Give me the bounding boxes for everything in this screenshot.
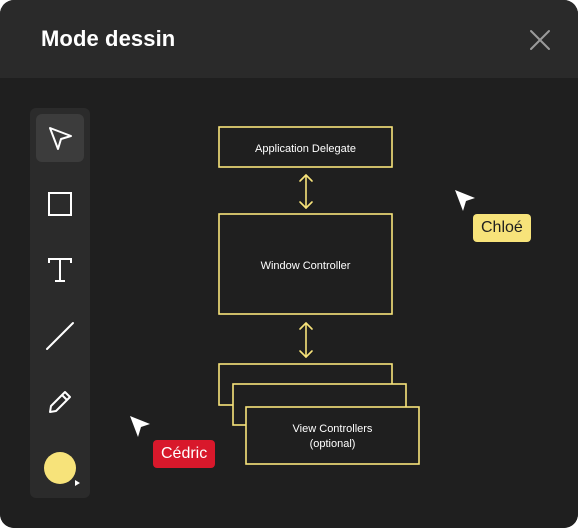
cursor-arrow-icon-cedric [130, 416, 150, 437]
pen-tool-button[interactable] [36, 378, 84, 426]
text-tool-button[interactable] [36, 246, 84, 294]
rectangle-tool-button[interactable] [36, 180, 84, 228]
select-tool-button[interactable] [36, 114, 84, 162]
label-app-delegate: Application Delegate [255, 143, 356, 155]
label-view-controllers-optional: (optional) [310, 438, 356, 450]
color-dropdown-caret-icon[interactable] [75, 480, 80, 486]
window-title: Mode dessin [41, 26, 176, 51]
line-tool-button[interactable] [36, 312, 84, 360]
label-window-controller: Window Controller [261, 260, 351, 272]
node-window-controller[interactable] [218, 213, 393, 315]
connector-arrow-1[interactable] [299, 174, 313, 209]
close-button[interactable] [524, 24, 556, 56]
collaborator-label-chloe: Chloé [473, 214, 531, 242]
collaborator-label-cedric: Cédric [153, 440, 216, 468]
pencil-icon [49, 391, 71, 413]
node-view-controllers[interactable] [245, 406, 420, 465]
connector-arrow-2[interactable] [299, 322, 313, 358]
drawing-toolbar [30, 108, 90, 498]
pointer-icon [49, 127, 72, 150]
close-icon [530, 30, 550, 50]
title-bar: Mode dessin [0, 0, 578, 78]
line-icon [46, 322, 74, 350]
text-icon [48, 258, 72, 282]
color-picker-button[interactable] [44, 452, 76, 484]
square-icon [48, 192, 72, 216]
cursor-arrow-icon-chloe [455, 190, 475, 211]
label-view-controllers: View Controllers [293, 423, 373, 435]
node-app-delegate[interactable] [218, 126, 393, 168]
